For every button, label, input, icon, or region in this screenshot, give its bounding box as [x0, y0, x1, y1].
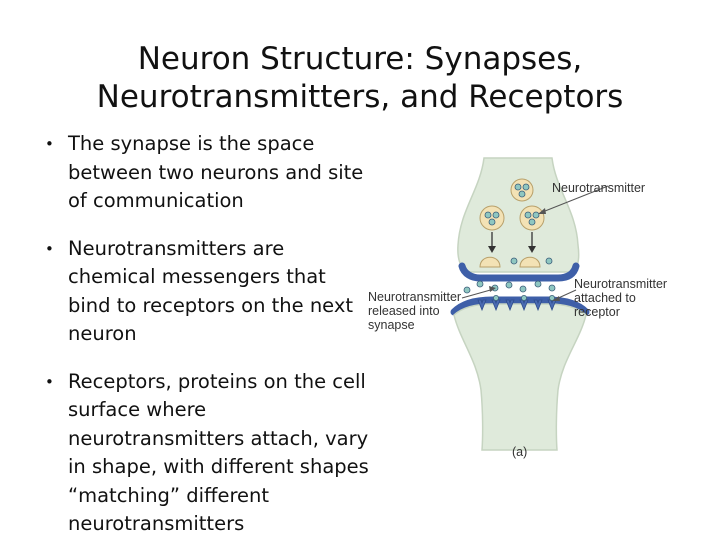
callout-line-released [461, 288, 495, 299]
slide-title: Neuron Structure: Synapses, Neurotransmi… [60, 40, 660, 116]
synaptic-vesicle [519, 205, 545, 231]
bullet-item: • The synapse is the space between two n… [28, 130, 373, 216]
label-attached-to-receptor: Neurotransmitter attached to receptor [574, 277, 667, 319]
fusing-vesicle [479, 256, 501, 268]
synapse-illustration [450, 157, 609, 451]
bullet-dot-icon: • [45, 135, 54, 153]
receptor-row [477, 299, 557, 312]
bullet-list: • The synapse is the space between two n… [28, 130, 373, 558]
label-released-into-synapse: Neurotransmitter released into synapse [368, 290, 461, 332]
bullet-dot-icon: • [45, 239, 54, 258]
bullet-dot-icon: • [45, 372, 54, 391]
synapse-diagram: Neurotransmitter Neurotransmitter releas… [362, 150, 682, 470]
bullet-text: The synapse is the space between two neu… [68, 132, 364, 212]
postsynaptic-dendrite [453, 303, 587, 451]
label-released-line-2: released into [368, 304, 440, 318]
label-attached-line-1: Neurotransmitter [574, 277, 668, 291]
callout-line-neurotransmitter [539, 185, 609, 214]
presynaptic-membrane [458, 262, 580, 282]
slide-title-line-2: Neurotransmitters, and Receptors [96, 79, 624, 115]
label-released-line-3: synapse [368, 318, 415, 332]
vesicle-arrowhead [488, 246, 496, 253]
label-neurotransmitter: Neurotransmitter [552, 181, 646, 195]
presynaptic-terminal [457, 157, 580, 273]
bullet-item: • Neurotransmitters are chemical messeng… [28, 235, 373, 349]
released-neurotransmitters [463, 280, 556, 294]
bullet-text: Receptors, proteins on the cell surface … [68, 369, 369, 536]
synaptic-vesicle [479, 205, 505, 231]
fusing-vesicle [519, 256, 541, 268]
label-attached-line-2: attached to [574, 291, 636, 305]
panel-label: (a) [512, 445, 528, 459]
synaptic-vesicle [510, 178, 534, 202]
bound-neurotransmitters [492, 294, 555, 301]
vesicle-arrowhead [528, 246, 536, 253]
label-released-line-1: Neurotransmitter [368, 290, 462, 304]
bullet-text: Neurotransmitters are chemical messenger… [68, 236, 354, 346]
bullet-item: • Receptors, proteins on the cell surfac… [28, 368, 373, 539]
slide-title-line-1: Neuron Structure: Synapses, [137, 41, 583, 77]
label-attached-line-3: receptor [574, 305, 620, 319]
